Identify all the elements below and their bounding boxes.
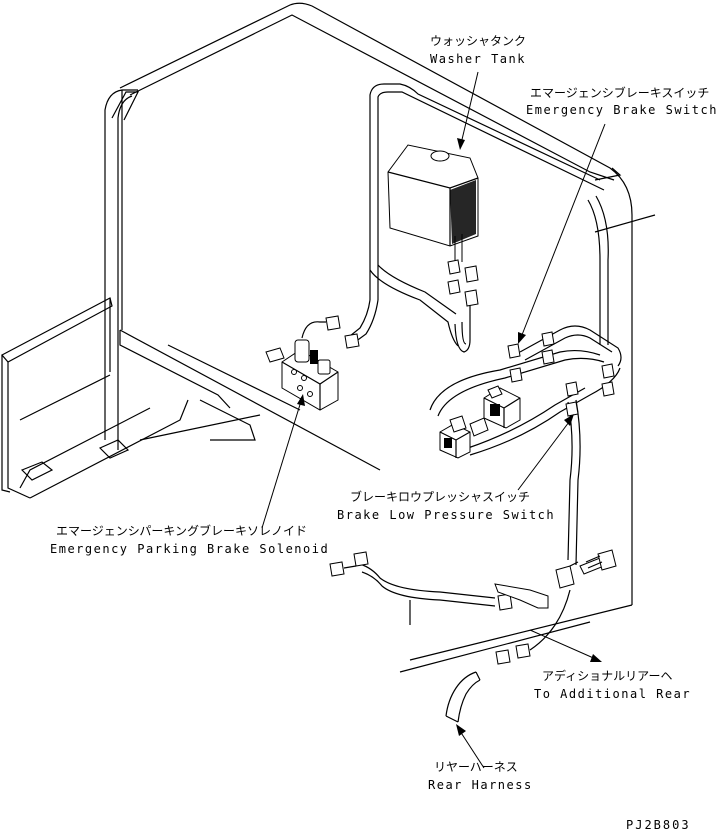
emergency-brake-switch-label-jp: エマージェンシブレーキスイッチ [530,86,710,100]
left-step-box [1,297,261,499]
lower-harness [329,549,617,665]
cab-panel [119,2,656,673]
brake-low-pressure-switch-label-en: Brake Low Pressure Switch [337,508,556,522]
to-additional-rear-label-en: To Additional Rear [534,687,692,701]
washer-connectors [447,259,479,307]
brake-switch-cluster [429,325,622,566]
to-additional-rear-label-jp: アディショナルリアーヘ [542,669,673,683]
handrail [98,89,139,459]
washer-tank-label-en: Washer Tank [430,52,526,66]
washer-harness [349,83,609,353]
washer-tank-label-jp: ウォッシャタンク [430,34,527,48]
rear-harness-label-en: Rear Harness [428,778,533,792]
drawing-number: PJ2B803 [626,818,691,832]
rear-harness-label-jp: リヤーハーネス [434,760,518,774]
parking-brake-solenoid-label-jp: エマージェンシパーキングブレーキソレノイド [56,524,308,538]
emergency-brake-switch-label-en: Emergency Brake Switch [526,103,718,117]
leader-lines [261,71,606,769]
rear-harness [445,671,481,723]
parking-brake-solenoid-label-en: Emergency Parking Brake Solenoid [50,542,330,556]
parking-brake-solenoid [265,315,360,411]
brake-low-pressure-switch-label-jp: ブレーキロウプレッシャスイッチ [350,490,531,504]
washer-tank [387,144,479,262]
